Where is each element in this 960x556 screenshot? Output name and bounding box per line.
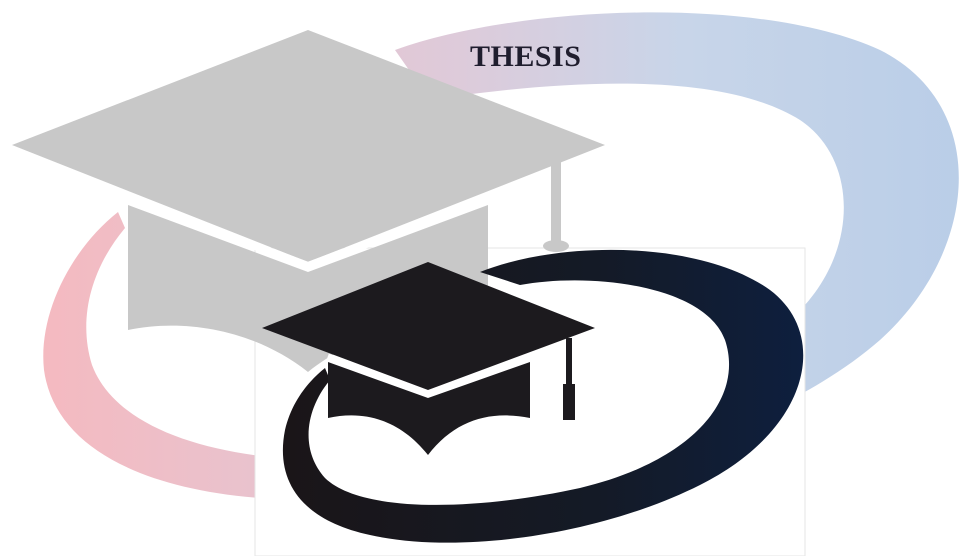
graduation-cap-small-icon <box>262 262 595 455</box>
dark-swoosh-icon <box>282 249 804 543</box>
page-title: THESIS <box>470 40 582 73</box>
